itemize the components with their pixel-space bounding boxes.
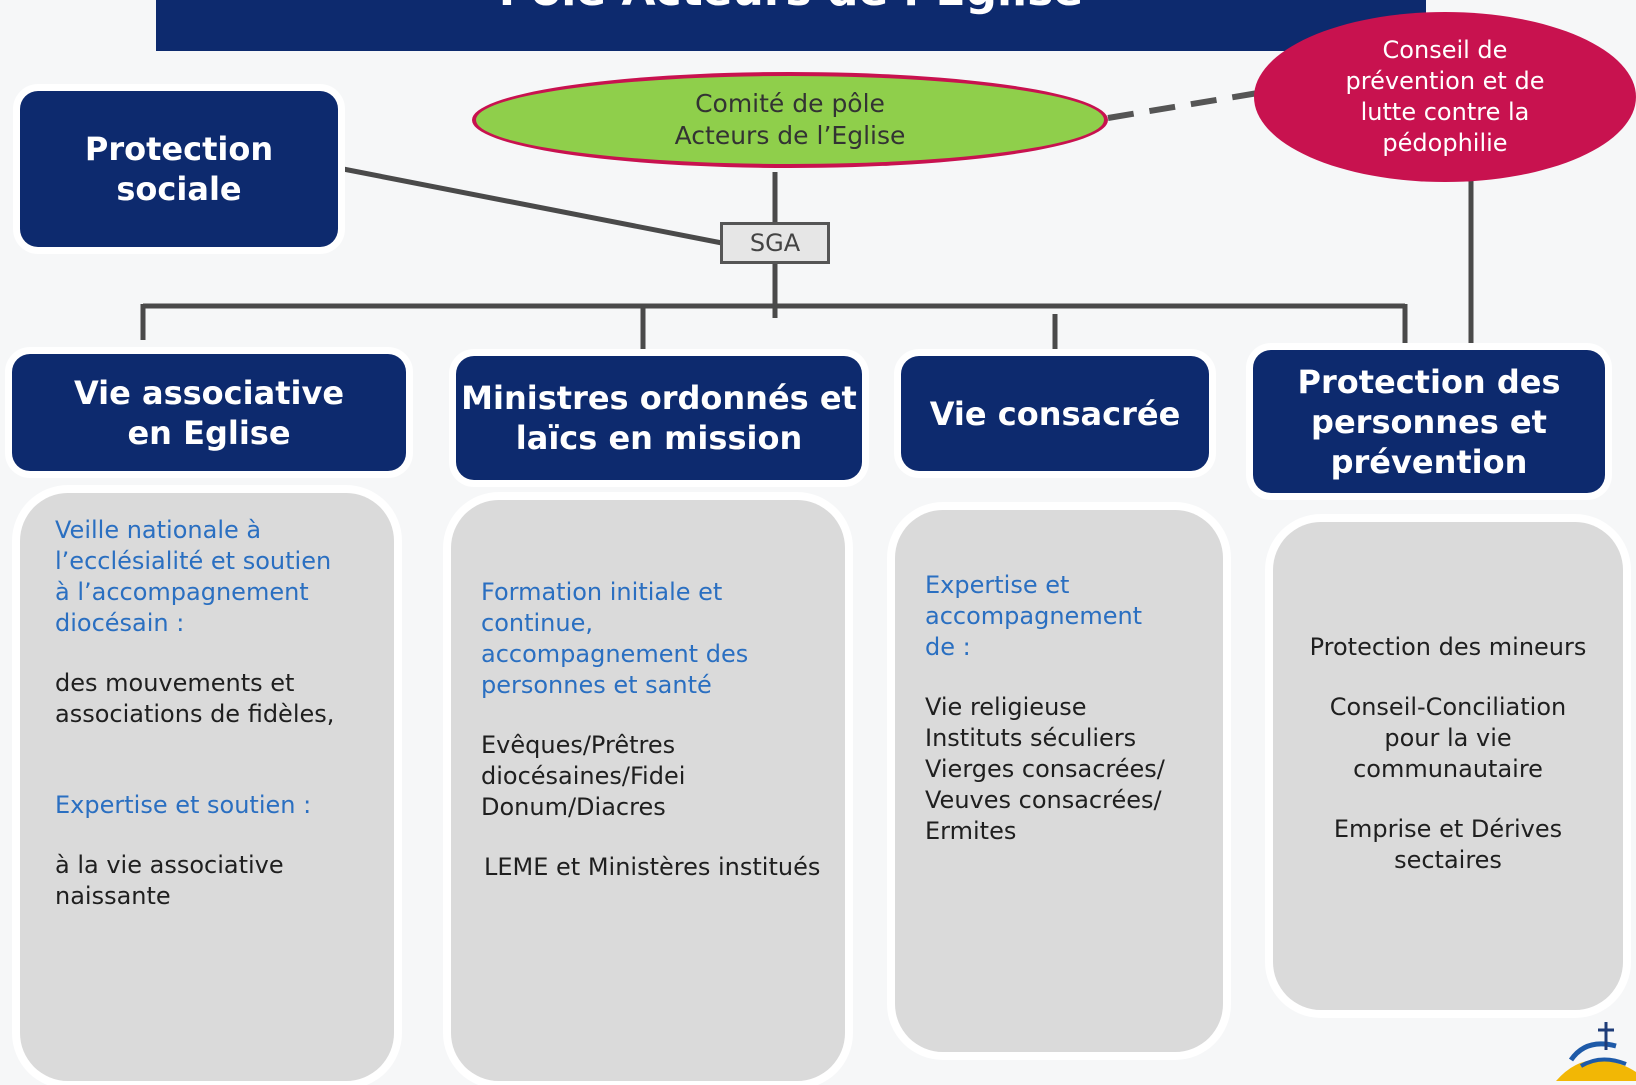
dept-ministres: Ministres ordonnés et laïcs en mission [456,356,862,480]
card-vie-associative: Veille nationale à l’ecclésialité et sou… [20,493,394,1081]
node-conseil-prevention: Conseil de prévention et de lutte contre… [1254,12,1636,182]
card-text: Evêques/Prêtres diocésaines/Fidei Donum/… [481,731,686,821]
card-text: à la vie associative naissante [55,851,284,910]
card-text: Emprise et Dérives sectaires [1333,815,1563,874]
card-text: Expertise et soutien : [55,791,312,819]
card-ministres: Formation initiale et continue, accompag… [451,500,845,1081]
card-text: LEME et Ministères institués [484,853,821,881]
connector-comite-conseil-dashed [1107,90,1259,121]
card-text: Conseil-Conciliation pour la vie communa… [1329,693,1567,783]
dept-vie-associative: Vie associative en Eglise [12,354,406,471]
logo-icon [1546,1020,1636,1081]
card-text: Vie religieuse Instituts séculiers Vierg… [925,693,1165,845]
card-text: Protection des mineurs [1309,633,1587,661]
card-text: Expertise et accompagnement de : [925,571,1143,661]
dept-vie-consacree: Vie consacrée [901,356,1209,471]
card-vie-consacree: Expertise et accompagnement de : Vie rel… [895,510,1223,1052]
node-comite-de-pole: Comité de pôle Acteurs de l’Eglise [472,72,1108,168]
node-sga: SGA [720,222,830,264]
page-title: Pôle Acteurs de l’Eglise [156,0,1426,51]
dept-protection-personnes: Protection des personnes et prévention [1253,350,1605,493]
card-text: Formation initiale et continue, accompag… [481,578,749,699]
card-text: des mouvements et associations de fidèle… [55,669,335,728]
card-protection: Protection des mineurs Conseil-Conciliat… [1273,522,1623,1010]
connector-protection-sociale-sga [337,165,723,246]
node-protection-sociale: Protection sociale [20,91,338,247]
card-text: Veille nationale à l’ecclésialité et sou… [55,516,332,637]
